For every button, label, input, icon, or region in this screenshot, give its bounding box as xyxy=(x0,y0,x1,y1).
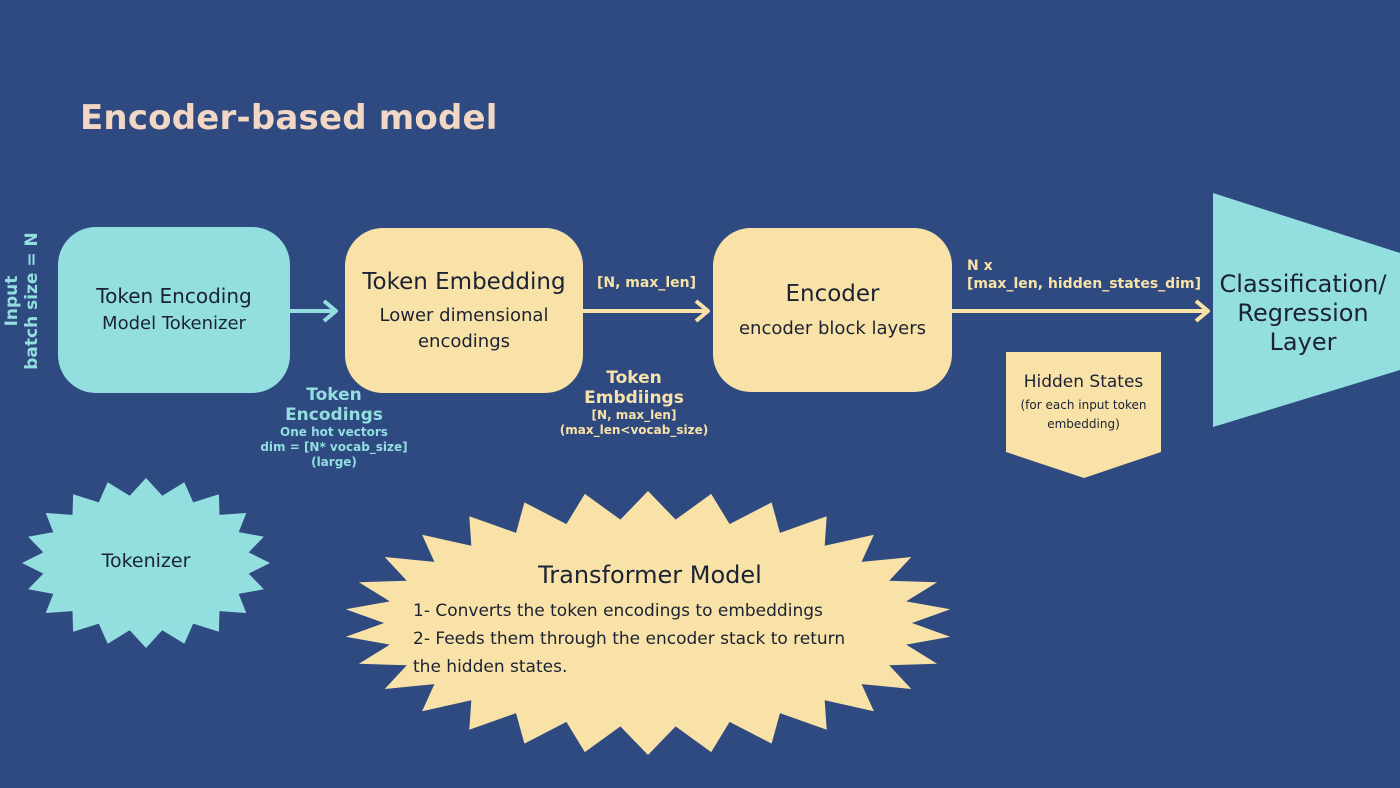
token-embeddings-detail1: [N, max_len] xyxy=(591,408,677,423)
token-embeddings-label-line1: Token xyxy=(606,368,662,388)
token-embeddings-label: Token Embdiings [N, max_len] (max_len<vo… xyxy=(548,368,720,438)
token-encodings-detail2: dim = [N* vocab_size] xyxy=(260,440,408,455)
head-line3: Layer xyxy=(1269,327,1337,356)
transformer-item-3: the hidden states. xyxy=(413,657,568,678)
hidden-states-line1: (for each input token xyxy=(1020,398,1147,412)
input-label-line1: Input xyxy=(2,275,22,327)
token-encodings-detail3: (large) xyxy=(311,455,357,470)
input-label: Input batch size = N xyxy=(2,216,43,386)
arrow-embedding-to-encoder xyxy=(583,299,710,323)
arrow-tokenizer-to-embedding xyxy=(290,299,338,323)
hidden-states-title: Hidden States xyxy=(1023,372,1144,392)
head-line2: Regression xyxy=(1237,298,1369,327)
transformer-item-2: 2- Feeds them through the encoder stack … xyxy=(413,629,846,650)
transformer-model-list: 1- Converts the token encodings to embed… xyxy=(413,597,913,681)
token-encodings-label-line1: Token xyxy=(306,385,362,405)
token-embedding-title: Token Embedding xyxy=(362,268,566,295)
page-title: Encoder-based model xyxy=(80,98,498,138)
token-encoding-box-line2: Model Tokenizer xyxy=(102,313,246,335)
token-embedding-box: Token Embedding Lower dimensional encodi… xyxy=(345,228,583,393)
token-embeddings-detail2: (max_len<vocab_size) xyxy=(559,423,709,438)
hidden-states-line2: embedding) xyxy=(1047,416,1120,431)
head-line1: Classification/ xyxy=(1219,270,1387,298)
transformer-starburst xyxy=(345,491,951,755)
hidden-shape-line2: [max_len, hidden_states_dim] xyxy=(967,275,1201,292)
hidden-states-description: (for each input token embedding) xyxy=(1006,396,1161,433)
tokenizer-star-label: Tokenizer xyxy=(101,550,191,572)
token-encodings-detail1: One hot vectors xyxy=(280,425,388,440)
token-encodings-label: Token Encodings One hot vectors dim = [N… xyxy=(248,385,420,470)
token-encoding-box-line1: Token Encoding xyxy=(96,284,252,309)
token-embedding-line1: Lower dimensional xyxy=(379,305,549,327)
hidden-states-shape-label: N x [max_len, hidden_states_dim] xyxy=(967,258,1201,293)
transformer-item-1: 1- Converts the token encodings to embed… xyxy=(413,601,823,621)
token-encoding-box: Token Encoding Model Tokenizer xyxy=(58,227,290,393)
input-label-line2: batch size = N xyxy=(22,232,43,370)
token-embeddings-label-line2: Embdiings xyxy=(584,387,684,408)
hidden-states-shape xyxy=(1006,352,1161,478)
encoder-subtitle: encoder block layers xyxy=(738,317,927,339)
head-shape xyxy=(1213,193,1400,427)
token-encodings-label-line2: Encodings xyxy=(285,404,383,425)
classification-regression-layer: Classification/ Regression Layer xyxy=(1210,270,1396,356)
embedding-shape-label: [N, max_len] xyxy=(597,275,697,291)
encoder-box: Encoder encoder block layers xyxy=(713,228,952,392)
token-embedding-line2: encodings xyxy=(417,331,511,353)
encoder-title: Encoder xyxy=(785,281,880,308)
arrow-encoder-to-head xyxy=(952,299,1210,323)
hidden-shape-line1: N x xyxy=(967,258,993,274)
tokenizer-starburst xyxy=(22,478,270,648)
transformer-model-title: Transformer Model xyxy=(538,561,762,589)
